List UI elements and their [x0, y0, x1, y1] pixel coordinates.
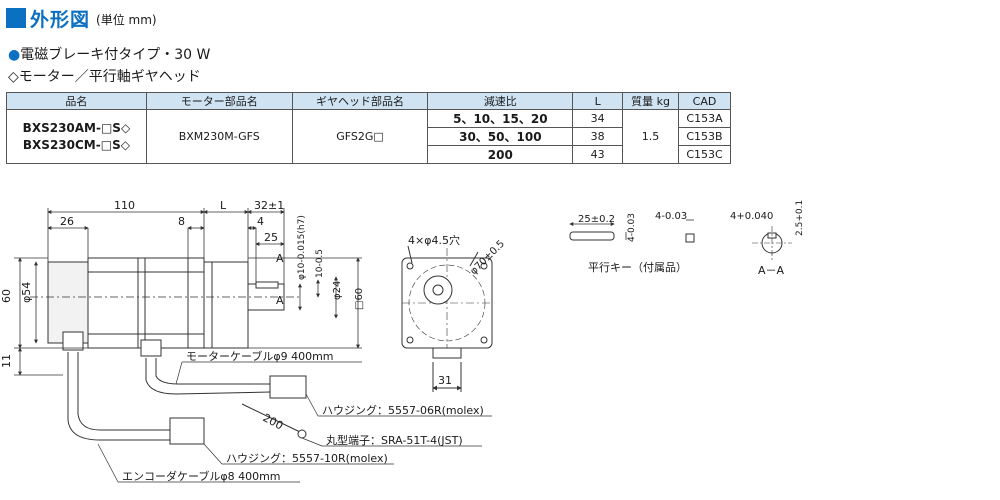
dim-10: 10-0.5 — [315, 249, 325, 278]
ratio-cell: 5、10、15、20 — [427, 109, 574, 128]
label-motor-cable: モーターケーブルφ9 400mm — [186, 349, 334, 363]
dim-11: 11 — [0, 354, 13, 368]
th-cad: CAD — [678, 92, 731, 110]
dim-200: 200 — [261, 411, 286, 432]
model-names: BXS230AM-□S◇ BXS230CM-□S◇ — [6, 109, 147, 164]
mass-cell: 1.5 — [622, 109, 679, 164]
label-ring-terminal: 丸型端子：SRA-51T-4(JST) — [326, 433, 463, 447]
cables — [67, 352, 307, 445]
dim-keyway-depth: 2.5+0.1 — [795, 200, 805, 236]
ratio-cell: 200 — [427, 145, 574, 164]
dim-26: 26 — [60, 215, 74, 228]
section-mark-a-bottom: A — [276, 294, 284, 307]
motor-part-name: BXM230M-GFS — [145, 109, 293, 164]
label-encoder-cable: エンコーダケーブルφ8 400mm — [122, 469, 281, 483]
motor-side-view — [30, 257, 300, 357]
section-mark-a-top: A — [276, 252, 284, 265]
dim-key-length: 25±0.2 — [578, 214, 615, 225]
key-drawing — [569, 219, 695, 243]
gear-part-name: GFS2G□ — [291, 109, 429, 164]
cad-cell: C153C — [678, 145, 731, 164]
dim-31: 31 — [438, 374, 452, 387]
dim-mounting-holes: 4×φ4.5穴 — [408, 233, 460, 247]
th-gear-part: ギヤヘッド部品名 — [291, 92, 429, 110]
th-mass: 質量 kg — [622, 92, 679, 110]
dim-32: 32±1 — [254, 199, 284, 212]
dim-key-height: 4-0.03 — [627, 213, 637, 242]
L-cell: 43 — [572, 145, 624, 164]
section-a-a — [752, 226, 792, 260]
dim-8: 8 — [178, 215, 185, 228]
dim-25: 25 — [264, 231, 278, 244]
section-caption: A－A — [758, 264, 785, 277]
bullet-circle-icon: ● — [8, 47, 21, 63]
unit-note: (単位 mm) — [96, 13, 157, 27]
dim-phi24: φ24 — [332, 281, 343, 300]
dim-key-width: 4-0.03 — [655, 211, 687, 222]
section-title: 外形図 (単位 mm) — [6, 6, 157, 31]
gearhead-front-view — [401, 245, 493, 392]
dim-square-60: □60 — [354, 288, 365, 310]
page-title: 外形図 — [30, 8, 91, 31]
spec-table: 品名 モーター部品名 ギヤヘッド部品名 減速比 L 質量 kg CAD BXS2… — [6, 92, 731, 164]
label-housing-10pin: ハウジング：5557-10R(molex) — [226, 451, 388, 465]
title-square-icon — [6, 8, 26, 28]
th-motor-part: モーター部品名 — [145, 92, 293, 110]
table-row: 200 43 C153C — [7, 145, 731, 164]
dim-60-height: 60 — [0, 289, 13, 303]
th-ratio: 減速比 — [427, 92, 574, 110]
dim-L: L — [220, 199, 227, 212]
side-dimensions — [14, 208, 362, 376]
key-caption: 平行キー（付属品） — [588, 261, 687, 274]
subtitle-motor-gearhead: ◇モーター／平行軸ギヤヘッド — [8, 69, 201, 85]
dim-shaft-diameter: φ10-0.015(h7) — [297, 215, 307, 280]
dim-110: 110 — [114, 199, 135, 212]
dim-phi54: φ54 — [20, 282, 33, 303]
label-housing-6pin: ハウジング：5557-06R(molex) — [322, 403, 484, 417]
dim-4: 4 — [257, 215, 264, 228]
dim-keyway-width: 4+0.040 — [730, 211, 773, 222]
leader-lines — [97, 361, 492, 483]
subtitle-brake-type: ●電磁ブレーキ付タイプ・30 W — [8, 47, 211, 63]
table-row: BXS230AM-□S◇ BXS230CM-□S◇ BXM230M-GFS GF… — [6, 109, 731, 164]
